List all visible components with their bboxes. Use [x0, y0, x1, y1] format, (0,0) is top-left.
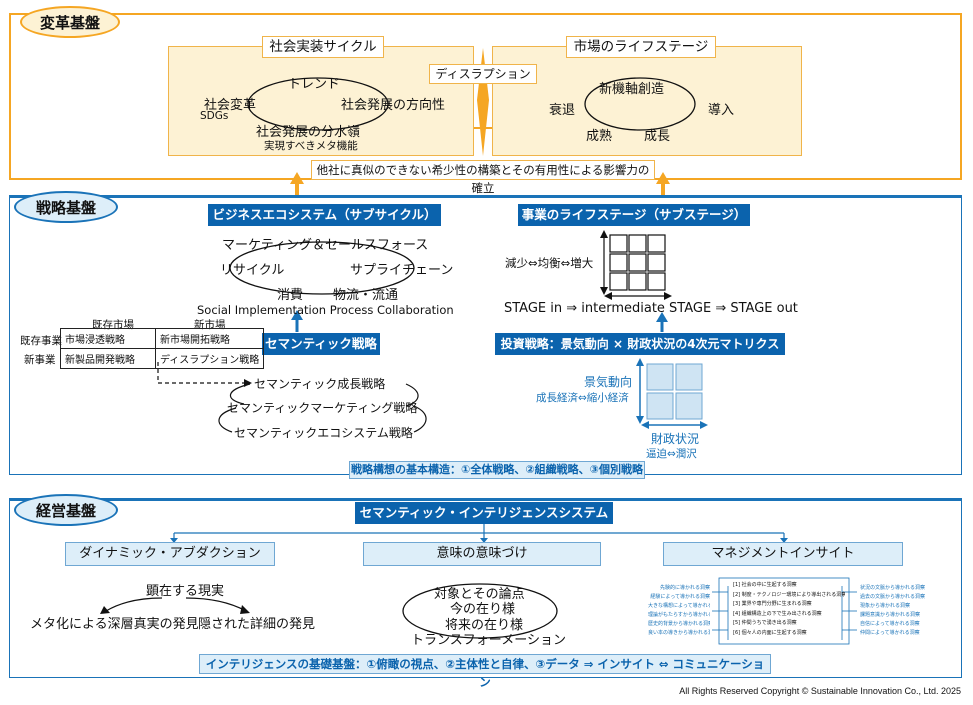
consumption-label: 消費 [277, 288, 304, 303]
insight-left-item: 経験によって導かれる洞察 [650, 594, 710, 600]
manifest-label: 顕在する現実 [146, 584, 225, 599]
insight-center-list: [1] 社会の中に生起する洞察 [2] 制度・テクノロジー環境により導出される洞… [733, 581, 845, 638]
reduce-label: 減少⇔均衡⇔増大 [505, 256, 594, 270]
senryaku-bottom-banner: 戦略構想の基本構造：①全体戦略、②組織戦略、③個別戦略 [349, 461, 645, 479]
henkaku-label: 変革基盤 [20, 6, 120, 38]
keiei-panel [9, 498, 962, 678]
semantic-strategy-button: セマンティック戦略 [262, 333, 380, 355]
matrix-row-new: 新事業 [24, 354, 56, 366]
intelligence-system-title: セマンティック・インテリジェンスシステム [355, 502, 613, 524]
henkaku-bottom-banner: 他社に真似のできない希少性の構築とその有用性による影響力の確立 [311, 160, 655, 195]
insight-left-item: 先験的に導かれる洞察 [659, 585, 710, 591]
ecosystem-strategy-label: セマンティックエコシステム戦略 [234, 426, 413, 440]
meaning-title: 意味の意味づけ [363, 542, 601, 566]
insight-right-item: 自信によって導かれる洞察 [860, 621, 920, 627]
disruption-label: ディスラプション [429, 64, 537, 84]
economy-sub-label: 成長経済⇔縮小経済 [536, 392, 629, 404]
insight-right-item: 現象から導かれる洞察 [860, 603, 911, 609]
transform-label: トランスフォーメーション [411, 633, 566, 648]
insight-center-item: [6] 個々人の内面に生起する洞察 [733, 629, 807, 636]
keiei-bottom-banner: インテリジェンスの基礎基盤：①俯瞰の視点、②主体性と自律、③データ ⇒ インサイ… [199, 654, 771, 689]
eco-title: ビジネスエコシステム（サブサイクル） [208, 204, 441, 226]
eco-cycle-ring [229, 241, 415, 295]
new-axis-label: 新機軸創造 [599, 82, 665, 97]
watershed-label: 社会発展の分水嶺 [256, 125, 361, 140]
insight-center-item: [5] 仲間うちで湧き出る洞察 [733, 620, 797, 626]
intro-label: 導入 [708, 103, 735, 118]
insight-right-item: 状況の文脈から導かれる洞察 [860, 585, 926, 591]
social-cycle-ring [247, 77, 389, 131]
senryaku-diagram-lines [157, 230, 708, 433]
market-life-area [492, 46, 802, 156]
insight-center-item: [4] 組織構造上の下で生み出される洞察 [733, 610, 822, 617]
insight-right-item: 課題意識から導かれる洞察 [860, 612, 921, 618]
insight-left-item: 理論がもたらすから導かれる洞察 [648, 612, 710, 618]
recycle-label: リサイクル [220, 263, 285, 278]
insight-right-item: 仲間によって導かれる洞察 [860, 630, 920, 636]
future-label: 将来の在り様 [445, 618, 524, 633]
decline-label: 衰退 [549, 103, 576, 118]
insight-center-item: [3] 業界や専門分野に生まれる洞察 [733, 601, 812, 607]
meta-function-label: 実現すべきメタ機能 [264, 140, 358, 152]
invest-grid [646, 363, 703, 420]
trend-label: トレンド [288, 77, 341, 92]
finance-label: 財政状況 [651, 432, 700, 446]
supply-label: サプライチェーン [350, 263, 454, 278]
insight-center-item: [1] 社会の中に生起する洞察 [733, 582, 797, 588]
growth-strategy-label: セマンティック成長戦略 [254, 377, 386, 391]
hidden-discovery-label: 隠された詳細の発見 [198, 617, 316, 632]
matrix-cell: ディスラプション戦略 [154, 348, 265, 369]
marketing-strategy-label: セマンティックマーケティング戦略 [227, 401, 418, 415]
sdgs-label: SDGs [200, 110, 229, 122]
growth-label: 成長 [644, 129, 671, 144]
matrix-row-existing: 既存事業 [20, 335, 62, 347]
market-cycle-ring [584, 77, 696, 131]
meaning-ring [402, 583, 558, 639]
logistics-label: 物流・流通 [333, 288, 399, 303]
meta-discovery-label: メタ化による深層真実の発見 [30, 617, 199, 632]
economy-label: 景気動向 [584, 375, 633, 389]
copyright-text: All Rights Reserved Copyright © Sustaina… [679, 686, 961, 696]
insight-left-list: 先験的に導かれる洞察 経験によって導かれる洞察 大きな構想によって導かれる洞察 … [648, 584, 710, 638]
senryaku-label: 戦略基盤 [14, 191, 118, 223]
social-cycle-title: 社会実装サイクル [262, 36, 384, 58]
insight-left-item: 歴史的背景から導かれる洞察 [648, 621, 710, 627]
insight-title: マネジメントインサイト [663, 542, 903, 566]
life-title: 事業のライフステージ（サブステージ） [518, 204, 750, 226]
insight-right-item: 過去の文脈から導かれる洞察 [860, 594, 926, 600]
insight-right-list: 状況の文脈から導かれる洞察 過去の文脈から導かれる洞察 現象から導かれる洞察 課… [860, 584, 926, 638]
keiei-label: 経営基盤 [14, 494, 118, 526]
insight-left-item: 大きな構想によって導かれる洞察 [648, 603, 710, 609]
maturity-label: 成熟 [586, 129, 613, 144]
now-label: 今の在り様 [450, 602, 516, 617]
spc-label: Social Implementation Process Collaborat… [197, 303, 454, 317]
stage-grid [609, 234, 666, 291]
marketing-label: マーケティング＆セールスフォース [222, 238, 429, 253]
social-change-label: 社会変革 [204, 98, 257, 113]
insight-diagram [712, 577, 857, 645]
matrix-cell: 新製品開発戦略 [60, 348, 156, 369]
insight-left-item: 良い本の導きから導かれる洞察 [648, 630, 710, 636]
target-label: 対象とその論点 [434, 587, 525, 602]
invest-banner: 投資戦略：景気動向 × 財政状況の4次元マトリクス [495, 333, 785, 355]
direction-label: 社会発展の方向性 [341, 98, 446, 113]
ansoff-matrix: 市場浸透戦略 新市場開拓戦略 新製品開発戦略 ディスラプション戦略 [60, 328, 265, 369]
market-life-title: 市場のライフステージ [566, 36, 716, 58]
finance-sub-label: 逼迫⇔潤沢 [646, 448, 697, 460]
abduction-title: ダイナミック・アブダクション [65, 542, 275, 566]
insight-center-item: [2] 制度・テクノロジー環境により導出される洞察 [733, 591, 845, 598]
stage-line-label: STAGE in ⇒ intermediate STAGE ⇒ STAGE ou… [504, 301, 798, 316]
keiei-diagram-lines [100, 524, 857, 645]
